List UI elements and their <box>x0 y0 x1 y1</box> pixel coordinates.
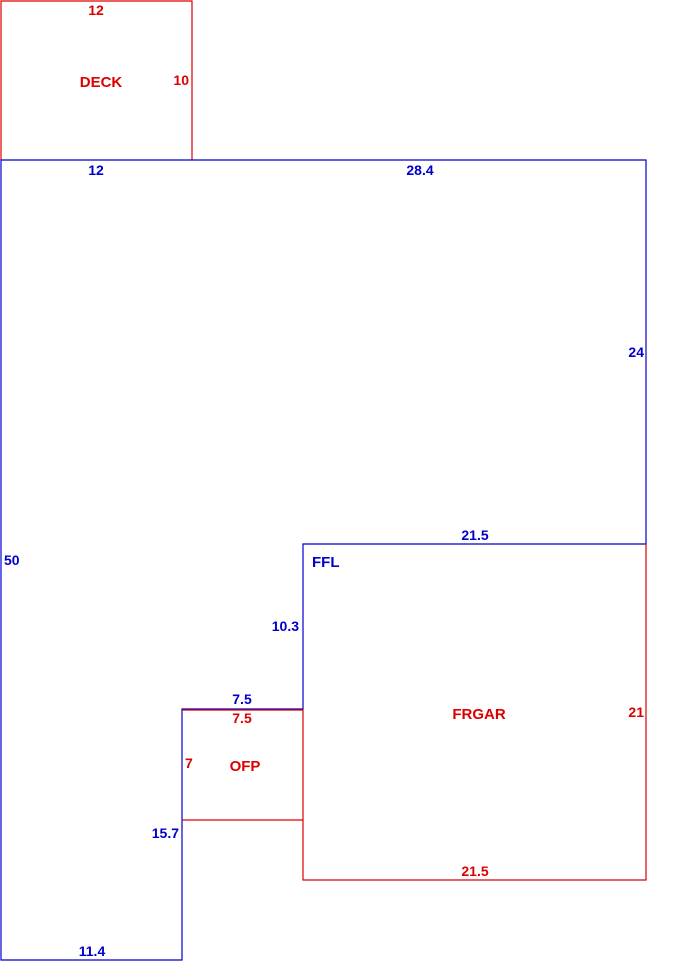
porch-label: OFP <box>230 758 261 775</box>
porch-area <box>182 709 304 821</box>
dim-living-notch-top: 7.5 <box>232 691 252 707</box>
dim-living-top-left: 12 <box>88 162 104 178</box>
deck-area <box>0 0 193 160</box>
dim-deck-top: 12 <box>88 2 104 18</box>
dim-living-bottom: 11.4 <box>79 943 106 959</box>
dim-porch-left: 7 <box>185 755 193 771</box>
dim-porch-top: 7.5 <box>232 710 252 726</box>
dim-living-top-right: 28.4 <box>406 162 433 178</box>
dim-living-right-upper: 24 <box>628 344 644 360</box>
living-label: FFL <box>312 554 340 571</box>
garage-area <box>302 544 647 881</box>
deck-label: DECK <box>80 74 123 91</box>
porch-outline <box>182 709 304 821</box>
dim-garage-right: 21 <box>628 704 644 720</box>
dim-deck-right: 10 <box>173 72 189 88</box>
living-outline <box>0 159 647 961</box>
dim-garage-bottom: 21.5 <box>461 863 488 879</box>
living-area <box>0 159 647 961</box>
dim-living-left: 50 <box>4 552 20 568</box>
deck-outline <box>0 0 193 160</box>
dim-living-notch-side: 15.7 <box>152 825 179 841</box>
dim-living-step-top: 21.5 <box>461 527 488 543</box>
garage-label: FRGAR <box>452 706 505 723</box>
garage-outline <box>302 544 647 881</box>
dim-living-step-side: 10.3 <box>272 618 299 634</box>
